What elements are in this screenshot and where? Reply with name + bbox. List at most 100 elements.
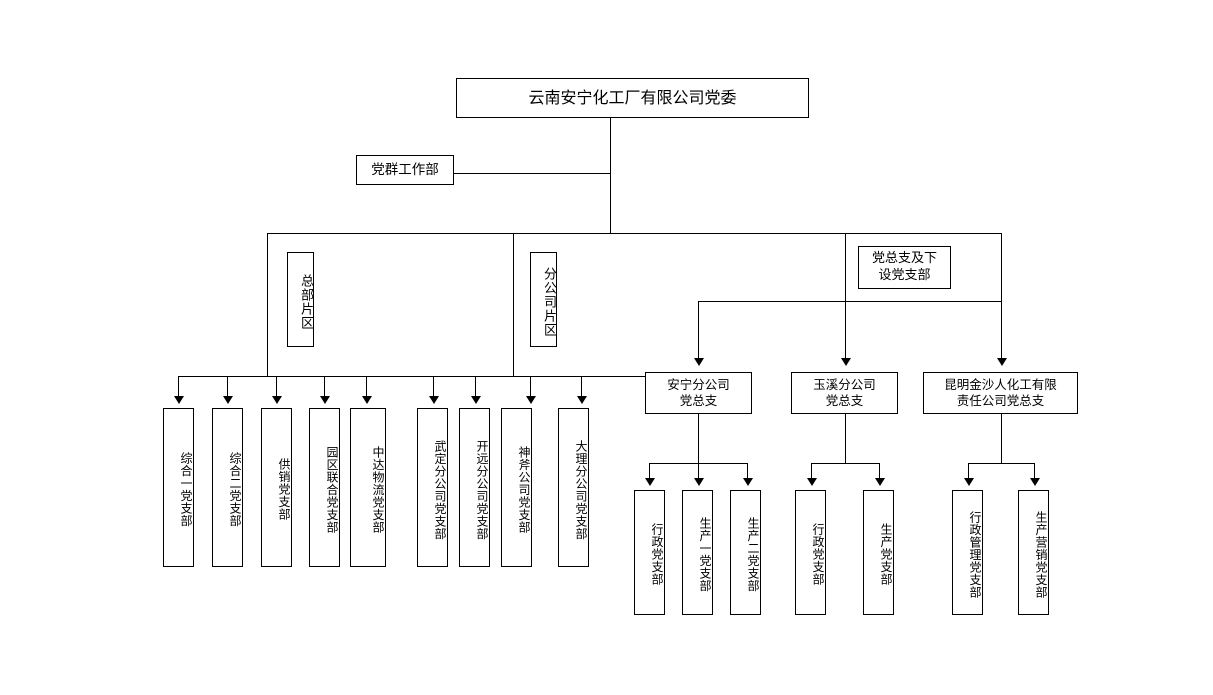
general-label-0-line1: 安宁分公司 [667,377,730,393]
general-arrow-1 [841,358,851,366]
headquarters-box-1[interactable]: 综合二党支部 [212,408,243,567]
general-0-child-arrow-1 [694,478,704,486]
general-0-child-stem-1 [698,463,699,481]
headquarters-box-2[interactable]: 供销党支部 [261,408,292,567]
headquarters-arrow-2 [272,396,282,404]
headquarters-label-2: 供销党支部 [277,458,291,521]
general-box-2[interactable]: 昆明金沙人化工有限 责任公司党总支 [923,372,1078,414]
headquarters-stem-4b [366,376,367,398]
region-label-general-branch[interactable]: 党总支及下 设党支部 [858,246,951,289]
general-childbar-2 [968,463,1034,464]
company-label-2: 神斧公司党支部 [517,445,531,534]
company-arrow-2 [526,396,536,404]
trunk-line-root [610,118,611,234]
general-2-child-arrow-0 [964,478,974,486]
drop-line-general-branches [1001,233,1002,301]
general-bus-bar [698,301,1001,302]
general-drop-0 [698,414,699,463]
headquarters-box-3[interactable]: 园区联合党支部 [309,408,340,567]
general-2-child-label-0: 行政管理党支部 [968,510,982,599]
general-1-child-box-0[interactable]: 行政党支部 [795,490,826,615]
side-box-label: 党群工作部 [371,161,439,178]
company-arrow-0 [429,396,439,404]
general-1-child-arrow-1 [875,478,885,486]
general-childbar-1 [811,463,879,464]
company-label-3: 大理分公司党支部 [574,439,588,540]
headquarters-arrow-0 [174,396,184,404]
company-stem-2 [530,376,531,398]
company-stem-1 [475,376,476,398]
region-label-headquarters[interactable]: 总部片区 [287,252,314,347]
company-box-3[interactable]: 大理分公司党支部 [558,408,589,567]
general-2-child-box-1[interactable]: 生产营销党支部 [1018,490,1049,615]
headquarters-stem-0 [178,376,179,398]
company-box-2[interactable]: 神斧公司党支部 [501,408,532,567]
drop-line-headquarters [267,233,268,376]
general-0-child-stem-0 [649,463,650,481]
general-stem-1 [845,301,846,361]
general-arrow-0 [694,358,704,366]
company-label-1: 开远分公司党支部 [475,439,489,540]
general-0-child-label-1: 生产一党支部 [698,517,712,592]
region-label-general-branch-line1: 党总支及下 [871,251,937,267]
headquarters-label-0: 综合一党支部 [179,452,193,527]
side-box-party-work-dept[interactable]: 党群工作部 [356,155,454,185]
general-0-child-box-2[interactable]: 生产二党支部 [730,490,761,615]
general-drop-1 [845,414,846,463]
headquarters-arrow-1 [223,396,233,404]
general-0-child-label-0: 行政党支部 [650,523,664,586]
general-label-2-line2: 责任公司党总支 [956,393,1045,408]
headquarters-bus-bar [178,376,648,377]
headquarters-arrow-3 [320,396,330,404]
company-bus-bar [433,376,581,377]
headquarters-box-0[interactable]: 综合一党支部 [163,408,194,567]
headquarters-arrow-4 [362,396,372,404]
region-label-branch-text: 分公司片区 [541,267,556,337]
drop-line-branch-companies [513,233,514,376]
company-stem-3 [581,376,582,398]
general-label-0-line2: 党总支 [679,393,718,408]
general-label-2-line1: 昆明金沙人化工有限 [944,377,1057,393]
company-label-0: 武定分公司党支部 [433,439,447,540]
root-box-party-committee[interactable]: 云南安宁化工厂有限公司党委 [456,78,809,118]
headquarters-label-4: 中达物流党支部 [371,445,385,534]
general-arrow-2 [997,358,1007,366]
headquarters-stem-1 [227,376,228,398]
headquarters-stem-2 [276,376,277,398]
general-drop-2 [1001,414,1002,463]
general-1-child-stem-0 [811,463,812,481]
drop-line-general-branches-center [845,233,846,301]
company-stem-0 [433,376,434,398]
company-box-0[interactable]: 武定分公司党支部 [417,408,448,567]
headquarters-label-1: 综合二党支部 [228,452,242,527]
headquarters-box-4[interactable]: 中达物流党支部 [350,408,386,567]
general-0-child-box-1[interactable]: 生产一党支部 [682,490,713,615]
region-label-branch[interactable]: 分公司片区 [530,252,557,347]
general-1-child-arrow-0 [807,478,817,486]
general-2-child-box-0[interactable]: 行政管理党支部 [952,490,983,615]
side-box-connector [454,173,611,174]
region-label-headquarters-text: 总部片区 [298,274,313,330]
general-stem-0 [698,301,699,361]
company-box-1[interactable]: 开远分公司党支部 [459,408,490,567]
general-0-child-stem-2 [747,463,748,481]
headquarters-label-3: 园区联合党支部 [325,445,339,534]
general-1-child-label-0: 行政党支部 [811,523,825,586]
company-arrow-1 [471,396,481,404]
general-2-child-label-1: 生产营销党支部 [1034,510,1048,599]
general-label-1-line1: 玉溪分公司 [813,377,876,393]
general-0-child-arrow-2 [743,478,753,486]
general-stem-2 [1001,301,1002,361]
company-arrow-3 [577,396,587,404]
main-distributor-bar [267,233,1002,234]
general-box-0[interactable]: 安宁分公司 党总支 [645,372,752,414]
general-1-child-box-1[interactable]: 生产党支部 [863,490,894,615]
headquarters-stem-3 [324,376,325,398]
general-2-child-arrow-1 [1030,478,1040,486]
general-box-1[interactable]: 玉溪分公司 党总支 [791,372,898,414]
region-label-general-branch-line2: 设党支部 [878,267,931,283]
general-0-child-box-0[interactable]: 行政党支部 [634,490,665,615]
general-2-child-stem-0 [968,463,969,481]
general-2-child-stem-1 [1034,463,1035,481]
